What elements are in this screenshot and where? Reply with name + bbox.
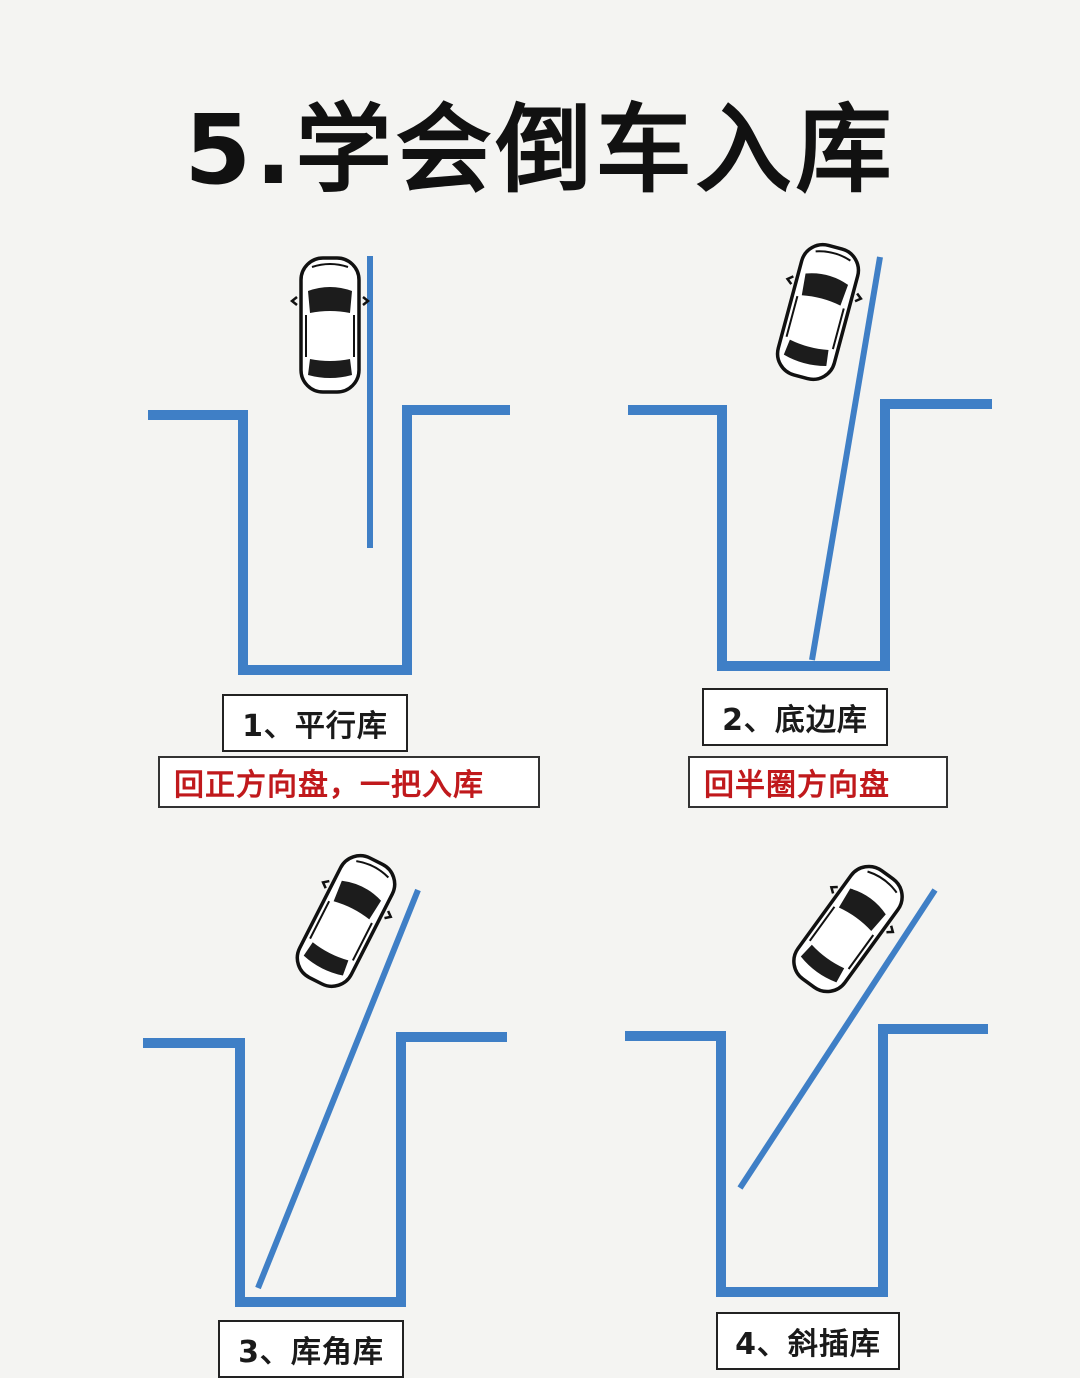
garage-outline-1 (148, 405, 510, 675)
panel-4-diagonal (625, 850, 988, 1297)
panel-4-label: 4、斜插库 (716, 1312, 900, 1370)
guide-line-2 (809, 256, 883, 661)
panel-2-label: 2、底边库 (702, 688, 888, 746)
car-icon-2 (762, 235, 874, 389)
panel-1-label: 1、平行库 (222, 694, 408, 752)
panel-2-tip: 回半圈方向盘 (688, 756, 948, 808)
panel-2-bottom-edge (628, 235, 992, 671)
panel-3-label: 3、库角库 (218, 1320, 404, 1378)
panel-1-tip: 回正方向盘，一把入库 (158, 756, 540, 808)
guide-line-3 (255, 888, 421, 1290)
guide-line-4 (737, 888, 938, 1190)
page-title: 5.学会倒车入库 (184, 94, 896, 206)
car-icon-4 (776, 850, 920, 1008)
car-icon-3 (279, 842, 413, 1000)
garage-outline-3 (143, 1032, 507, 1307)
garage-outline-2 (628, 399, 992, 671)
panel-1-parallel (148, 256, 510, 675)
panel-3-corner (143, 842, 507, 1307)
garage-outline-4 (625, 1024, 988, 1297)
car-icon-1 (290, 256, 370, 394)
